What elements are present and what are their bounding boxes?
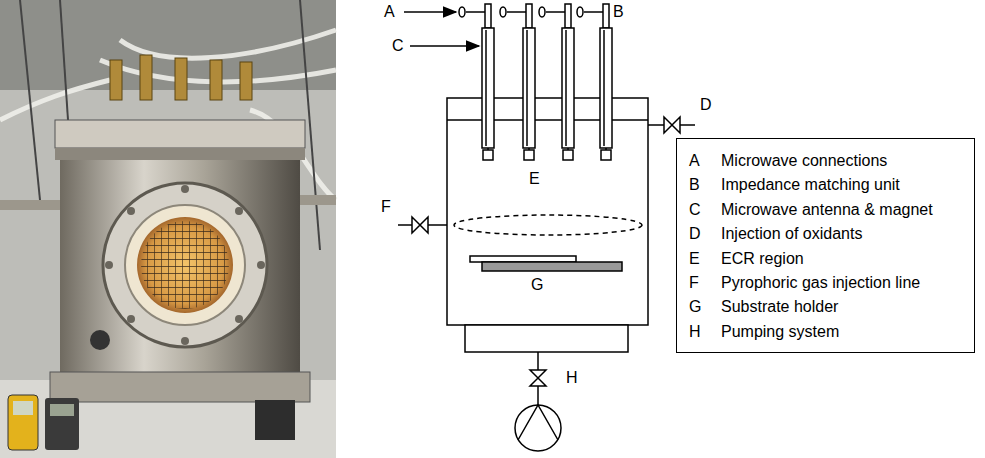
- key-letter: A: [689, 152, 700, 170]
- key-letter: E: [689, 250, 700, 268]
- key-text: Substrate holder: [721, 298, 838, 316]
- key-text: Microwave connections: [721, 152, 887, 170]
- antenna: [577, 4, 612, 160]
- antenna: [539, 4, 574, 160]
- reactor-schematic: [398, 4, 695, 451]
- callout-letter: C: [392, 37, 404, 55]
- key-letter: C: [689, 201, 701, 219]
- callout-letter: G: [531, 276, 543, 294]
- callout-letter: D: [700, 96, 712, 114]
- key-text: Impedance matching unit: [721, 176, 900, 194]
- callout-letter: A: [384, 3, 395, 21]
- antenna: [459, 4, 494, 160]
- key-text: Injection of oxidants: [721, 225, 862, 243]
- key-letter: B: [689, 176, 700, 194]
- callout-letter: F: [381, 198, 391, 216]
- antenna: [500, 4, 535, 160]
- callout-letter: B: [613, 3, 624, 21]
- key-text: Microwave antenna & magnet: [721, 201, 933, 219]
- key-text: Pyrophoric gas injection line: [721, 274, 920, 292]
- key-letter: H: [689, 323, 701, 341]
- key-box: A Microwave connectionsB Impedance matchin…: [676, 138, 975, 353]
- key-letter: F: [689, 274, 699, 292]
- callout-letter: H: [566, 369, 578, 387]
- key-letter: G: [689, 298, 701, 316]
- key-text: ECR region: [721, 250, 804, 268]
- key-text: Pumping system: [721, 323, 839, 341]
- reactor-photo: [0, 0, 336, 458]
- key-letter: D: [689, 225, 701, 243]
- callout-letter: E: [529, 170, 540, 188]
